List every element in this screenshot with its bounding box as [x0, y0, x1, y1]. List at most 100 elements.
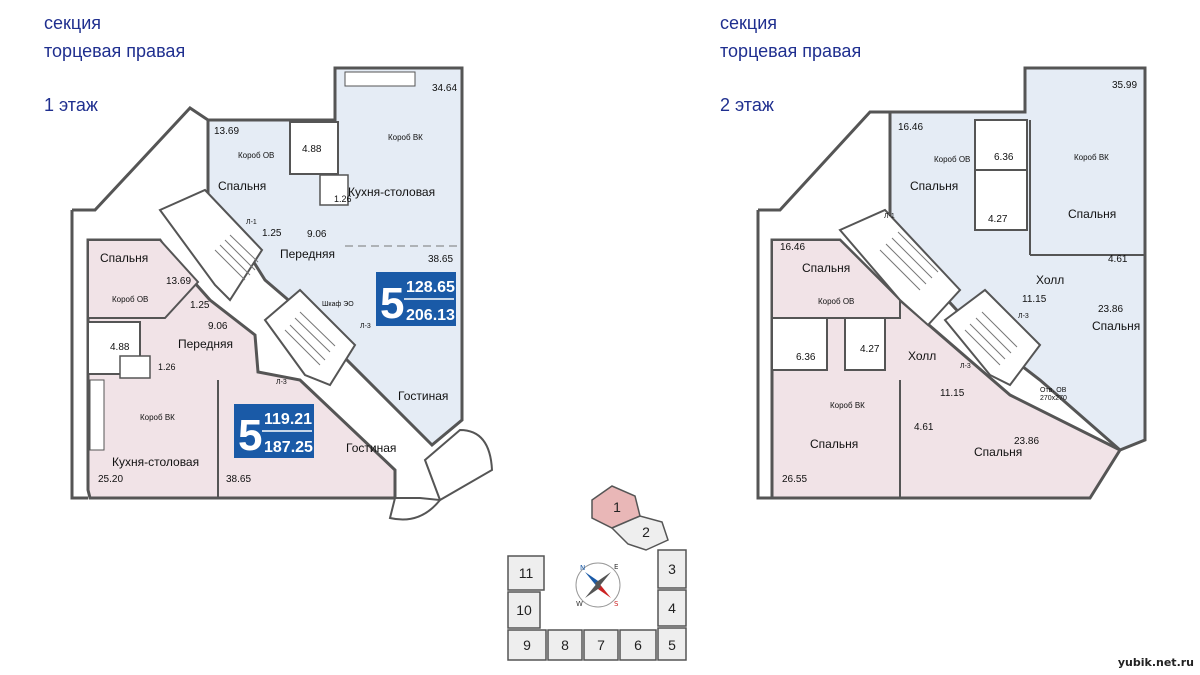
f1-l3-upper: Л-3 — [360, 323, 371, 330]
f2-area-1115-lower: 11.15 — [940, 388, 965, 399]
f2-bedroom-upper-right: Спальня — [1068, 207, 1116, 221]
floor2-pink-bedroom-top — [771, 239, 901, 319]
f1-area-3865-lower: 38.65 — [226, 474, 251, 485]
f1-area-906-lower: 9.06 — [208, 321, 228, 332]
f1-area-3865-upper: 38.65 — [428, 254, 453, 265]
f2-duct-vk-upper: Короб ВК — [1074, 153, 1109, 162]
f1-hall-upper: Передняя — [280, 247, 335, 261]
f1-living-upper: Гостиная — [398, 389, 448, 403]
key-section-10[interactable] — [507, 591, 541, 629]
key-section-6[interactable] — [619, 629, 657, 661]
key-label-9: 9 — [523, 637, 531, 653]
f1-area-488-lower: 4.88 — [110, 342, 130, 353]
key-plan: 1 2 3 4 5 6 7 8 9 10 11 N E W S — [507, 485, 687, 661]
compass-s: S — [614, 600, 619, 608]
key-section-8[interactable] — [547, 629, 583, 661]
floor1-wc-upper — [319, 174, 349, 206]
f1-area-125-upper: 1.25 — [262, 228, 282, 239]
key-section-5[interactable] — [657, 627, 687, 661]
f2-otv-size: 270x270 — [1040, 395, 1067, 402]
f2-bedroom-mid-right: Спальня — [1092, 319, 1140, 333]
floor2-corner-wall — [758, 110, 890, 212]
floor1-plan: 5 128.65 206.13 5 119.21 187.25 13.69 4.… — [70, 66, 494, 521]
floor2-outer-wall — [756, 210, 772, 500]
floor2-section-label: секция — [720, 13, 777, 33]
f2-area-427-upper: 4.27 — [988, 214, 1008, 225]
f1-cabinet: Шкаф ЭО — [322, 301, 354, 308]
f1-duct-ov-upper: Короб ОВ — [238, 151, 274, 160]
f1-duct-ov-lower: Короб ОВ — [112, 295, 148, 304]
f2-area-461-upper: 4.61 — [1108, 254, 1128, 265]
floor2-stair-hatch — [879, 231, 1018, 366]
f2-bedroom-lower-left: Спальня — [810, 437, 858, 451]
f2-area-427-lower: 4.27 — [860, 344, 880, 355]
floor1-balcony-right — [423, 428, 494, 502]
floor2-stair-1 — [838, 208, 962, 327]
f2-duct-ov-upper: Короб ОВ — [934, 155, 970, 164]
floor1-bath-upper — [289, 121, 339, 175]
floor1-wc-lower — [119, 355, 151, 379]
floor1-counter-upper — [344, 71, 416, 87]
f1-area-126-upper: 1.26 — [334, 194, 352, 204]
floor1-pink-bedroom — [87, 239, 200, 319]
f2-duct-ov-lower: Короб ОВ — [818, 297, 854, 306]
key-section-9[interactable] — [507, 629, 547, 661]
f2-otv-ov: Отв. ОВ — [1040, 387, 1067, 394]
floor2-bath-lower — [771, 317, 828, 371]
floor1-badge-lower-total: 187.25 — [264, 439, 313, 456]
compass-w: W — [576, 600, 583, 608]
floor1-badge-upper-total: 206.13 — [406, 307, 455, 324]
f2-duct-vk-lower: Короб ВК — [830, 401, 865, 410]
key-section-11[interactable] — [507, 555, 545, 591]
f2-area-636-lower: 6.36 — [796, 352, 816, 363]
f1-kitchen-upper: Кухня-столовая — [348, 185, 435, 199]
floor1-stair-2 — [263, 288, 357, 387]
key-label-3: 3 — [668, 561, 676, 577]
floor2-section-type: торцевая правая — [720, 41, 862, 61]
f2-area-2386-lower: 23.86 — [1014, 436, 1039, 447]
floor1-badge-upper-living: 128.65 — [406, 279, 455, 296]
key-label-2: 2 — [642, 524, 650, 540]
floor1-section-type: торцевая правая — [44, 41, 186, 61]
f1-bedroom-upper: Спальня — [218, 179, 266, 193]
f2-area-3599: 35.99 — [1112, 80, 1137, 91]
key-label-7: 7 — [597, 637, 605, 653]
floor1-counter-lower — [89, 379, 105, 451]
f2-bedroom-lower-top: Спальня — [802, 261, 850, 275]
floor1-outer-wall — [70, 210, 88, 500]
f1-living-lower: Гостиная — [346, 441, 396, 455]
f2-area-636-upper: 6.36 — [994, 152, 1014, 163]
key-section-3[interactable] — [657, 549, 687, 589]
f1-area-126-lower: 1.26 — [158, 362, 176, 372]
f2-area-1115-upper: 11.15 — [1022, 294, 1047, 305]
floor2-stair-2 — [943, 288, 1042, 387]
key-label-8: 8 — [561, 637, 569, 653]
f1-area-906-upper: 9.06 — [307, 229, 327, 240]
floor1-stair-hatch — [214, 234, 336, 366]
f2-hall-upper: Холл — [1036, 273, 1064, 287]
key-label-11: 11 — [519, 565, 534, 581]
compass-n: N — [580, 564, 585, 572]
f1-area-2520: 25.20 — [98, 474, 123, 485]
f1-l3-lower: Л-3 — [276, 379, 287, 386]
floor2-floor-label: 2 этаж — [720, 95, 774, 115]
floor1-stair-1 — [158, 188, 264, 302]
f1-area-1369-lower: 13.69 — [166, 276, 191, 287]
floor1-floor-label: 1 этаж — [44, 95, 98, 115]
key-section-7[interactable] — [583, 629, 619, 661]
floor1-corner-wall — [72, 106, 209, 212]
f1-area-488-upper: 4.88 — [302, 144, 322, 155]
floor1-section-label: секция — [44, 13, 101, 33]
f1-duct-vk-upper: Короб ВК — [388, 133, 423, 142]
key-section-4[interactable] — [657, 589, 687, 627]
f1-hall-lower: Передняя — [178, 337, 233, 351]
floor2-bath-upper — [974, 119, 1028, 171]
f2-bedroom-lower-right: Спальня — [974, 445, 1022, 459]
key-section-2[interactable] — [610, 515, 669, 551]
f2-area-1646-upper: 16.46 — [898, 122, 923, 133]
compass-icon: N E W S — [575, 562, 621, 608]
f1-area-1369-upper: 13.69 — [214, 126, 239, 137]
f1-duct-vk-lower: Короб ВК — [140, 413, 175, 422]
floor2-wc-lower — [844, 317, 886, 371]
